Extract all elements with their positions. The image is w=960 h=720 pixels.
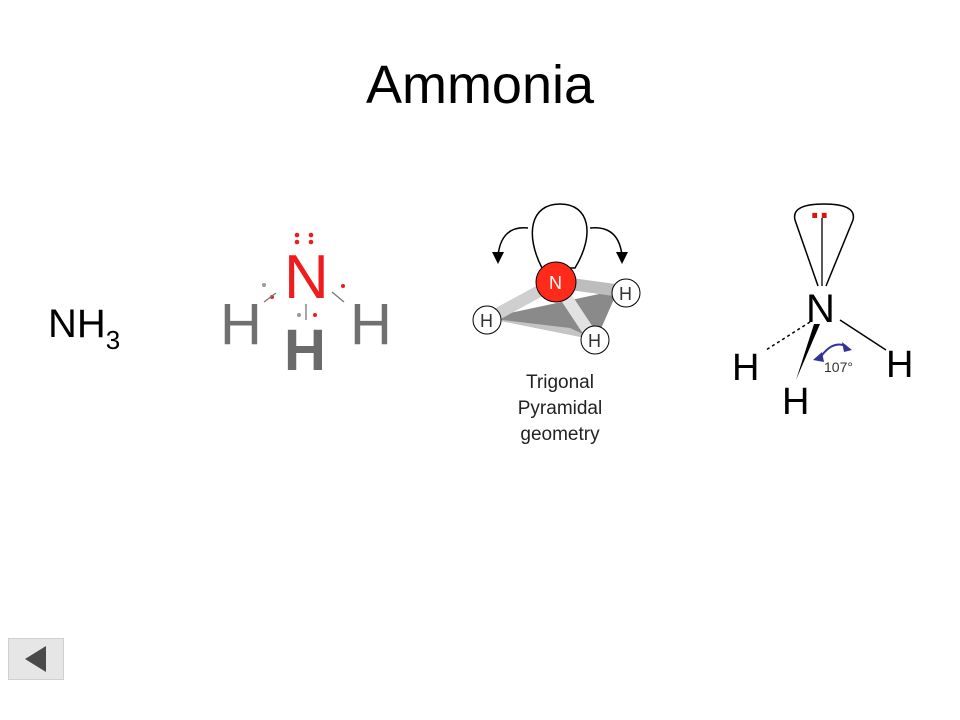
wedge-hydrogen-right: H (886, 344, 913, 386)
arrow-head (616, 252, 628, 264)
bonding-electron (341, 284, 345, 288)
plain-bond (839, 319, 887, 351)
back-button[interactable] (8, 638, 64, 680)
bonding-electron (313, 313, 317, 317)
formula-subscript: 3 (105, 325, 121, 355)
wedge-hydrogen-left: H (732, 347, 759, 389)
slide-title: Ammonia (365, 55, 595, 115)
ball-nitrogen-label: N (549, 273, 562, 293)
lone-pair-electron (308, 239, 314, 245)
wedge-hydrogen-bottom: H (782, 381, 809, 420)
lewis-left-hydrogen: H (220, 292, 262, 357)
lewis-structure: H H H N (220, 232, 392, 382)
right-curved-arrow (589, 227, 623, 257)
wedge-nitrogen: N (806, 287, 835, 331)
left-curved-arrow (497, 227, 529, 257)
ball-hydrogen-label: H (619, 284, 632, 304)
base-plane-shade (486, 318, 596, 340)
ball-hydrogen-label: H (480, 311, 493, 331)
back-arrow-icon (25, 646, 46, 672)
angle-arrow-head (813, 352, 824, 362)
angle-arrow-head (842, 342, 852, 352)
lewis-bottom-hydrogen: H (284, 318, 326, 382)
ball-and-stick-model: .. H H H N (472, 192, 641, 355)
lone-pair-electron (294, 232, 300, 238)
arrow-head (492, 252, 504, 264)
bond-line (263, 292, 277, 303)
lewis-nitrogen: N (284, 243, 329, 312)
wedge-lone-pair: .. (810, 190, 829, 226)
ball-nitrogen (535, 261, 577, 303)
bonding-electron (262, 283, 266, 287)
formula-base: NH (48, 302, 106, 346)
ball-hydrogen-bottom (580, 325, 610, 355)
wedge-bond (796, 324, 820, 380)
ball-hydrogen-label: H (588, 331, 601, 351)
caption-line: Pyramidal (517, 398, 603, 419)
bond-angle-label: 107° (824, 359, 853, 375)
back-arrow-shape (25, 646, 46, 672)
bond-line (331, 291, 345, 303)
bonding-electron (297, 313, 301, 317)
wedge-dash-structure: .. N 107° H H H (732, 190, 913, 420)
lewis-right-hydrogen: H (350, 292, 392, 357)
caption-line: Trigonal (526, 372, 594, 393)
lone-pair-electron (308, 232, 314, 238)
lone-pair-electron (294, 239, 300, 245)
lone-pair-lobe (793, 203, 855, 287)
ball-hydrogen-right (611, 278, 641, 308)
dashed-bond (765, 321, 811, 351)
lone-pair-lobe (531, 203, 588, 269)
chemical-formula: NH3 (48, 304, 120, 353)
angle-arc (819, 343, 847, 359)
geometry-caption: Trigonal Pyramidal geometry (470, 370, 650, 448)
ball-hydrogen-left (472, 305, 502, 335)
caption-line: geometry (520, 424, 600, 445)
